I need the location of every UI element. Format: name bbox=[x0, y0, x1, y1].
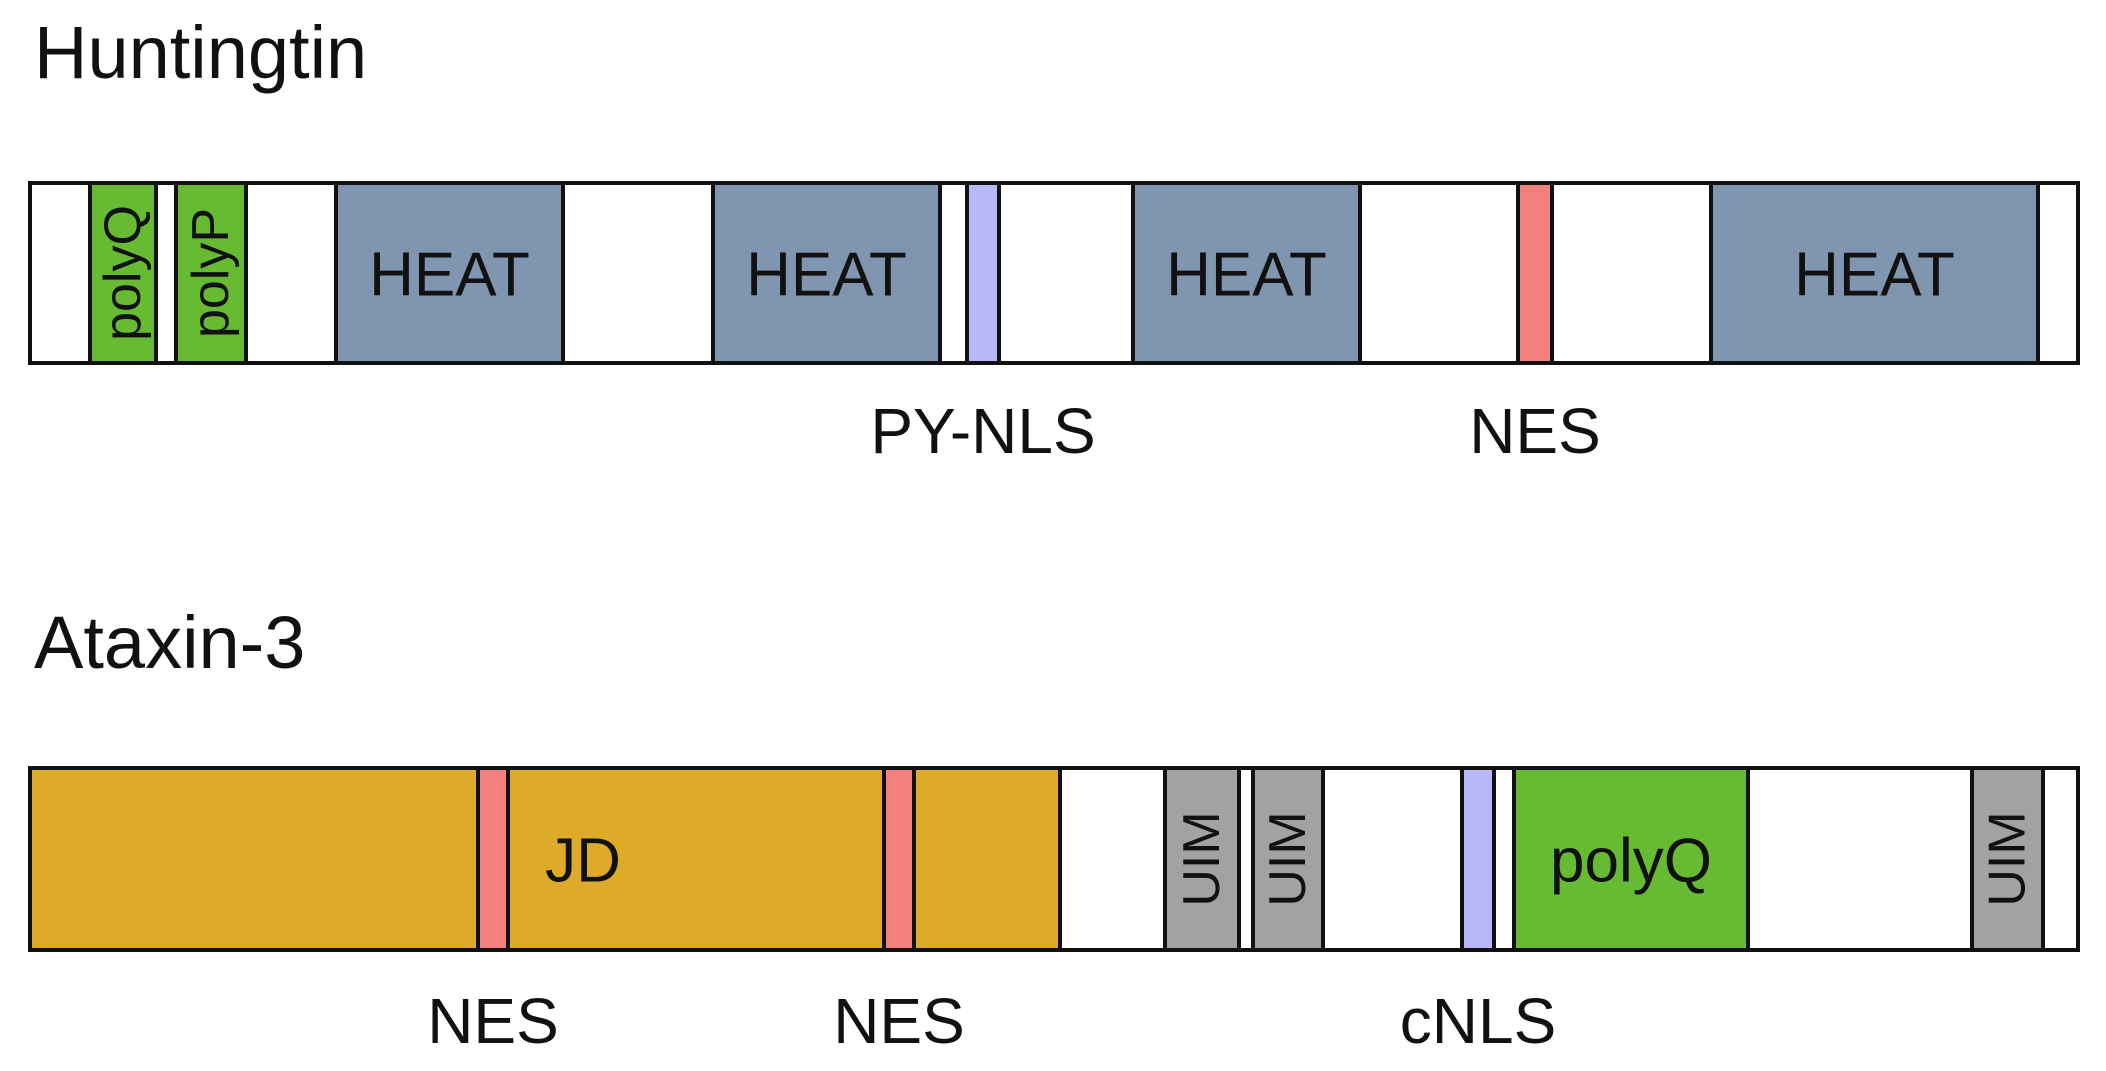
ataxin-3-domain-nls-5 bbox=[1460, 766, 1496, 952]
huntingtin-domain-polyq-0: polyQ bbox=[88, 181, 158, 365]
ataxin-3-domain-polyq-6-label: polyQ bbox=[1550, 827, 1712, 896]
ataxin-3-domain-uim-3-box bbox=[1163, 766, 1241, 952]
huntingtin-domain-polyp-1-label: polyP bbox=[182, 208, 240, 338]
ataxin-3-below-label-2: cNLS bbox=[1400, 985, 1557, 1057]
ataxin-3-domain-polyq-6: polyQ bbox=[1512, 766, 1750, 952]
ataxin-3-domain-nes-1 bbox=[476, 766, 510, 952]
ataxin-3-domain-uim-4-label: UIM bbox=[1259, 811, 1317, 906]
huntingtin-below-label-1: NES bbox=[1469, 395, 1601, 467]
huntingtin-domain-heat-2-label: HEAT bbox=[369, 241, 530, 310]
ataxin-3-below-label-1: NES bbox=[833, 985, 965, 1057]
ataxin-3-domain-uim-3-label: UIM bbox=[1173, 811, 1231, 906]
huntingtin-domain-heat-7: HEAT bbox=[1709, 181, 2040, 365]
huntingtin-domain-nes-6-box bbox=[1516, 181, 1554, 365]
huntingtin-title: Huntingtin bbox=[34, 11, 367, 94]
ataxin-3-below-label-0: NES bbox=[427, 985, 559, 1057]
ataxin-3-domain-uim-7: UIM bbox=[1970, 766, 2045, 952]
ataxin-3-domain-nls-5-box bbox=[1460, 766, 1496, 952]
ataxin-3-domain-uim-4: UIM bbox=[1251, 766, 1325, 952]
huntingtin-domain-heat-3-label: HEAT bbox=[746, 241, 907, 310]
huntingtin-domain-heat-2-box bbox=[334, 181, 565, 365]
ataxin-3-domain-uim-7-box bbox=[1970, 766, 2045, 952]
huntingtin-domain-polyp-1: polyP bbox=[174, 181, 248, 365]
huntingtin-domain-heat-7-box bbox=[1709, 181, 2040, 365]
huntingtin-domain-polyp-1-box bbox=[174, 181, 248, 365]
ataxin-3-domain-nes-2 bbox=[882, 766, 916, 952]
ataxin-3-title: Ataxin-3 bbox=[34, 601, 305, 684]
huntingtin-domain-heat-5: HEAT bbox=[1131, 181, 1362, 365]
huntingtin-domain-heat-7-label: HEAT bbox=[1794, 241, 1955, 310]
ataxin-3-domain-nes-1-box bbox=[476, 766, 510, 952]
huntingtin-domain-nls-4 bbox=[965, 181, 1001, 365]
huntingtin-domain-heat-3: HEAT bbox=[711, 181, 942, 365]
ataxin-3-domain-nes-2-box bbox=[882, 766, 916, 952]
huntingtin-domain-nes-6 bbox=[1516, 181, 1554, 365]
ataxin-3-domain-uim-3: UIM bbox=[1163, 766, 1241, 952]
huntingtin-domain-polyq-0-box bbox=[88, 181, 158, 365]
ataxin-3-domain-uim-7-label: UIM bbox=[1979, 811, 2037, 906]
ataxin-3-domain-jd-0-label: JD bbox=[545, 827, 621, 896]
huntingtin-domain-heat-2: HEAT bbox=[334, 181, 565, 365]
huntingtin-domain-nls-4-box bbox=[965, 181, 1001, 365]
huntingtin-domain-polyq-0-label: polyQ bbox=[94, 205, 152, 341]
huntingtin-domain-heat-5-label: HEAT bbox=[1166, 241, 1327, 310]
huntingtin-below-label-0: PY-NLS bbox=[870, 395, 1095, 467]
ataxin-3-track: Ataxin-3JD polyQ UIM UIM UIM NES NES cNLS bbox=[28, 601, 2080, 1057]
ataxin-3-domain-uim-4-box bbox=[1251, 766, 1325, 952]
ataxin-3-domain-polyq-6-box bbox=[1512, 766, 1750, 952]
huntingtin-domain-heat-3-box bbox=[711, 181, 942, 365]
huntingtin-domain-heat-5-box bbox=[1131, 181, 1362, 365]
